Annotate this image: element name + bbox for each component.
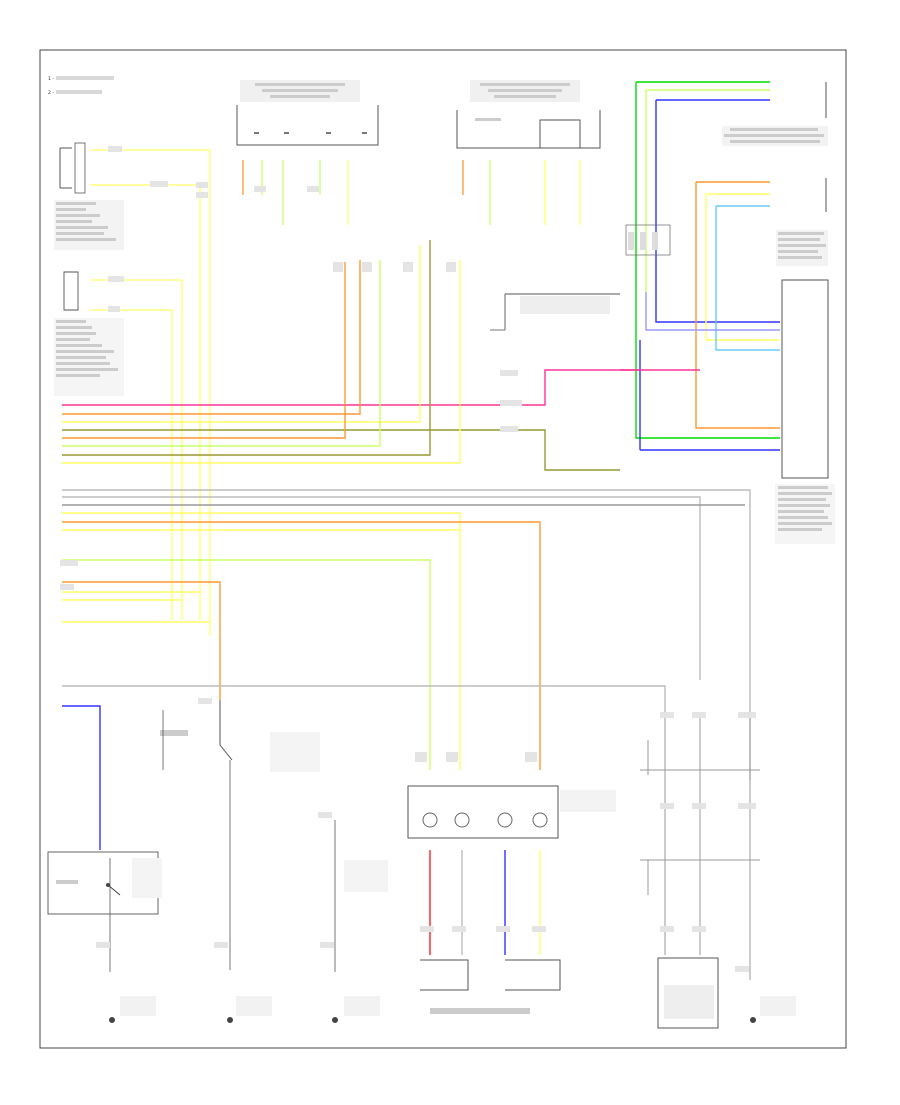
passenger-airbag-module[interactable] bbox=[420, 959, 561, 1014]
diagram-notes: 1 - 2 - bbox=[48, 76, 114, 96]
wire-bus-lower bbox=[62, 489, 751, 780]
wire-right-bottom bbox=[640, 715, 760, 980]
note-1: 1 - bbox=[48, 76, 54, 82]
wire-bus-upper bbox=[62, 240, 640, 471]
wire-drops-top-left bbox=[242, 160, 581, 225]
side-airbag-module[interactable] bbox=[657, 957, 719, 1029]
front-seat-buckle-switch-passenger[interactable] bbox=[160, 700, 320, 970]
weight-sensor[interactable] bbox=[334, 820, 388, 972]
wire-blue-lower bbox=[62, 705, 111, 972]
wire-code-tags bbox=[60, 146, 756, 972]
front-seat-buckle-switch-driver[interactable] bbox=[47, 851, 162, 915]
seat-belt-tensioner-passenger[interactable] bbox=[54, 271, 124, 396]
ground-4 bbox=[750, 996, 796, 1023]
diagram-frame bbox=[39, 49, 847, 1049]
wire-airbag-colored bbox=[429, 850, 541, 955]
combination-switch[interactable] bbox=[407, 785, 616, 839]
srs-main-connector[interactable] bbox=[490, 293, 620, 331]
grounds bbox=[109, 996, 796, 1023]
srs-connector-left[interactable] bbox=[236, 80, 379, 146]
seat-belt-tensioner-driver[interactable] bbox=[54, 142, 124, 250]
belt-tension-sensor[interactable] bbox=[722, 82, 828, 146]
ground-1 bbox=[109, 996, 156, 1023]
ground-2 bbox=[227, 996, 272, 1023]
srs-control-unit[interactable] bbox=[775, 279, 835, 544]
inline-connector-right[interactable] bbox=[625, 224, 671, 256]
wire-right-group bbox=[620, 81, 780, 451]
occupant-detection-module[interactable] bbox=[776, 178, 828, 266]
srs-connector-middle[interactable] bbox=[456, 80, 601, 149]
note-2: 2 - bbox=[48, 90, 54, 96]
ground-3 bbox=[332, 996, 380, 1023]
